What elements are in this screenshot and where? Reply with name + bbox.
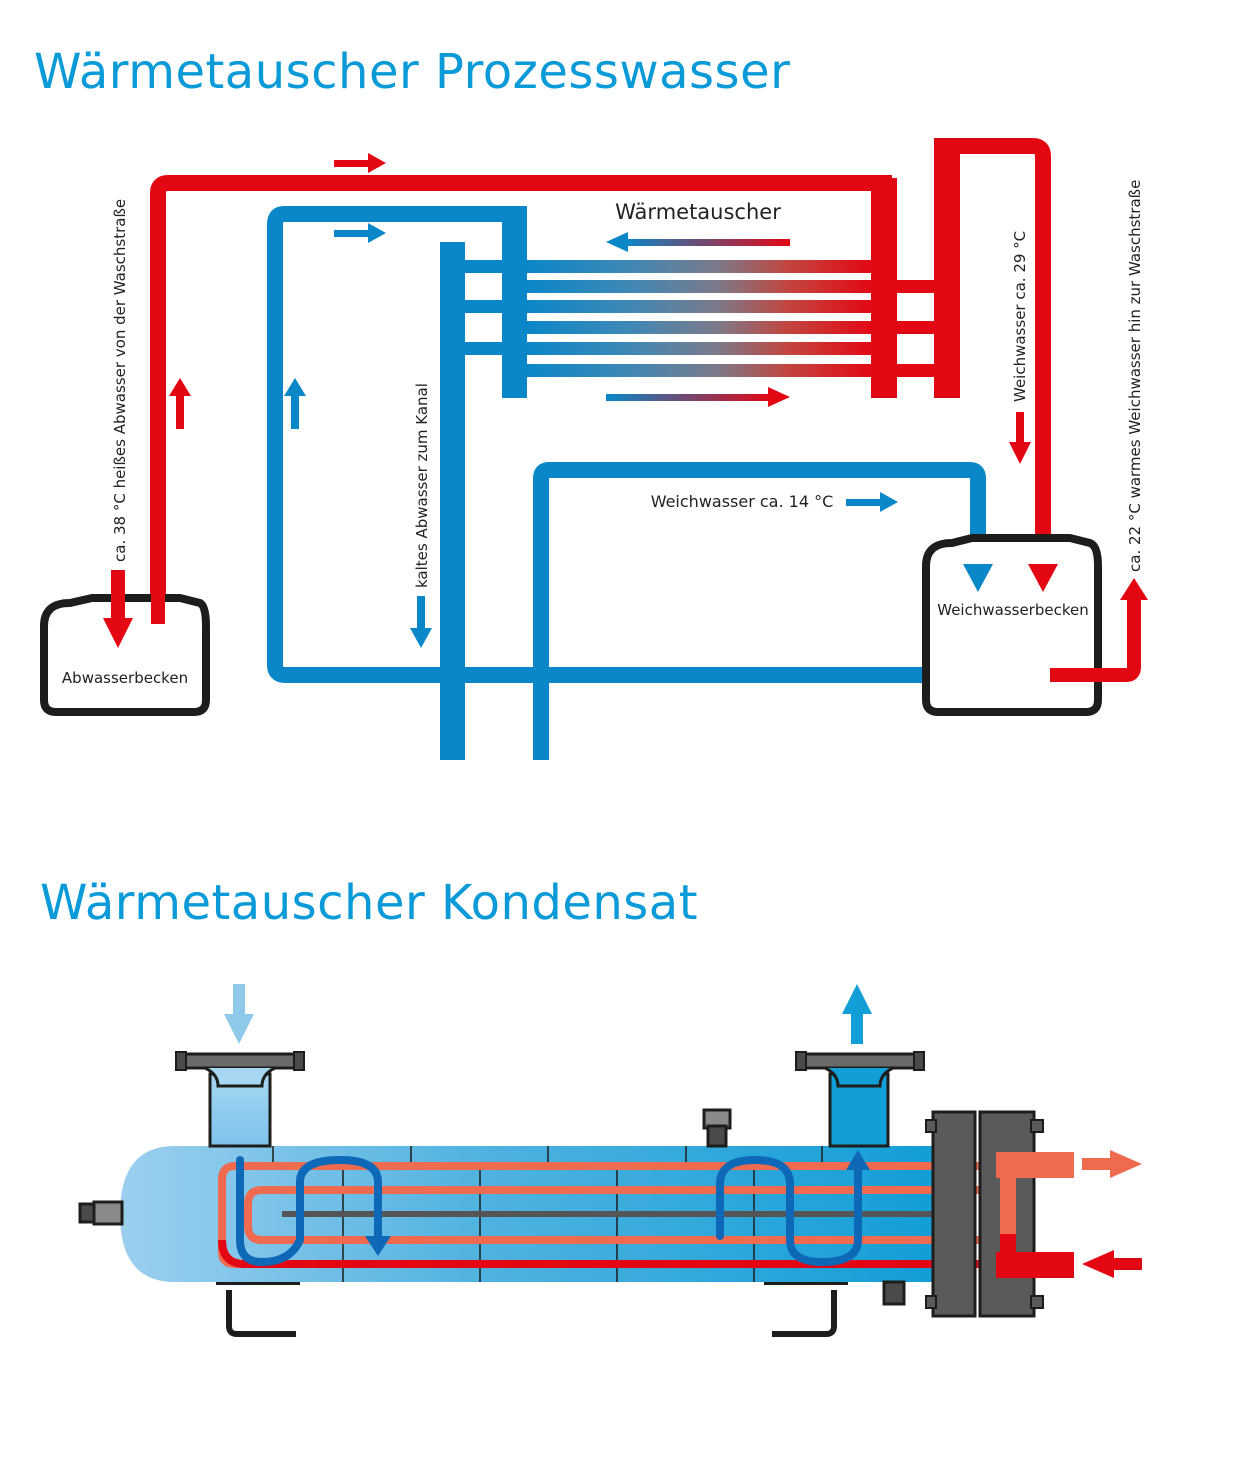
- tube: [465, 260, 875, 273]
- arrow-right-icon: [334, 153, 386, 173]
- cold-waste-water-label: kaltes Abwasser zum Kanal: [413, 383, 431, 588]
- tube: [465, 300, 875, 313]
- inlet-nozzle: [175, 1051, 305, 1148]
- title-condensate: Wärmetauscher Kondensat: [40, 875, 699, 931]
- flow-arrow-right: [606, 387, 790, 407]
- soft-water-14-label: Weichwasser ca. 14 °C: [651, 492, 834, 511]
- bottom-nozzle: [882, 1280, 906, 1306]
- support-left: [216, 1279, 300, 1337]
- drain-nozzle: [92, 1200, 124, 1226]
- soft-water-basin: [922, 534, 1102, 716]
- arrow-up-icon: [1120, 578, 1148, 600]
- shell-flow-path: [236, 1155, 862, 1267]
- arrow-left-icon: [1082, 1250, 1142, 1278]
- heat-exchanger-tubes: [465, 260, 935, 377]
- tube-bundle: [218, 1162, 1000, 1268]
- soft-water-cold-pipe: [533, 462, 986, 760]
- process-water-diagram: Wärmetauscher Abwasserbecken Weichwasser…: [40, 138, 1148, 760]
- condensate-diagram: [78, 984, 1142, 1337]
- outlet-nozzle: [795, 1051, 925, 1148]
- heat-exchanger-label: Wärmetauscher: [615, 200, 781, 224]
- tube: [527, 280, 935, 293]
- arrow-up-icon: [846, 1150, 870, 1170]
- arrow-down-icon: [1028, 564, 1058, 592]
- cold-waste-water-pipe: [267, 206, 973, 683]
- arrow-down-icon: [963, 564, 993, 592]
- tube: [465, 342, 875, 355]
- flow-arrow-left: [606, 232, 790, 252]
- arrow-down-icon: [1009, 412, 1031, 464]
- waste-water-basin: [40, 594, 210, 716]
- arrow-down-icon: [103, 570, 133, 648]
- arrow-right-icon: [1082, 1150, 1142, 1178]
- cold-header-left: [440, 242, 465, 760]
- condensate-outlet: [996, 1152, 1074, 1240]
- hot-pipe-into-basin: [151, 590, 165, 624]
- tube: [527, 321, 935, 334]
- arrow-up-icon: [169, 378, 191, 429]
- soft-water-29-label: Weichwasser ca. 29 °C: [1011, 231, 1029, 402]
- tube-sheet-flanges: [925, 1110, 1044, 1318]
- inlet-arrow-icon: [224, 984, 254, 1044]
- arrow-right-icon: [334, 223, 386, 243]
- warm-soft-water-pipe: [1050, 600, 1141, 682]
- soft-water-warm-pipe: [947, 138, 1051, 570]
- outlet-arrow-icon: [842, 984, 872, 1044]
- tube: [527, 364, 935, 377]
- support-right: [764, 1279, 848, 1337]
- hot-waste-water-label: ca. 38 °C heißes Abwasser von der Waschs…: [111, 199, 129, 562]
- arrow-down-icon: [410, 596, 432, 648]
- steam-inlet: [996, 1234, 1074, 1278]
- soft-water-basin-label: Weichwasserbecken: [937, 601, 1088, 619]
- waste-basin-label: Abwasserbecken: [62, 669, 188, 687]
- arrow-up-icon: [284, 378, 306, 429]
- warm-soft-water-label: ca. 22 °C warmes Weichwasser hin zur Was…: [1126, 180, 1144, 572]
- title-process-water: Wärmetauscher Prozesswasser: [34, 44, 791, 100]
- arrow-down-icon: [365, 1236, 391, 1256]
- hot-waste-water-pipe: [150, 175, 892, 624]
- hot-header-right: [934, 138, 960, 398]
- arrow-right-icon: [846, 492, 898, 512]
